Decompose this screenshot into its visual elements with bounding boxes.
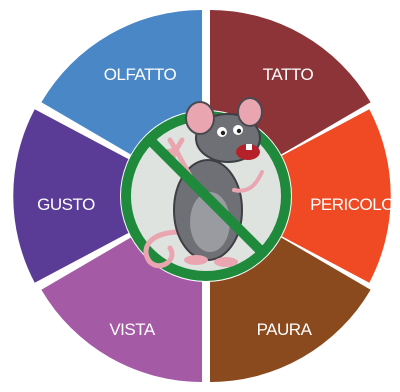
rat-tail: [143, 229, 183, 269]
no-rats-icon: [120, 97, 292, 282]
label-olfatto: OLFATTO: [104, 65, 177, 84]
label-vista: VISTA: [109, 320, 156, 339]
label-tatto: TATTO: [263, 65, 314, 84]
rat-foot-left: [184, 255, 208, 265]
segment-pericolo: [206, 109, 391, 283]
rat-foot-right: [214, 257, 238, 267]
rat-pupil-right: [236, 128, 242, 134]
rat-raised-paw: [163, 137, 193, 179]
segment-gusto: [13, 109, 199, 283]
rat-mouth: [236, 144, 260, 160]
label-pericolo: PERICOLO: [310, 195, 394, 214]
prohibition-slash: [146, 136, 266, 256]
label-paura: PAURA: [257, 320, 313, 339]
rat-ear-right: [237, 97, 263, 127]
rat-ear-left: [185, 101, 215, 135]
label-gusto: GUSTO: [37, 195, 95, 214]
rat-teeth: [246, 144, 252, 150]
rat-arm: [232, 170, 264, 193]
rat-pupil-left: [220, 130, 226, 136]
